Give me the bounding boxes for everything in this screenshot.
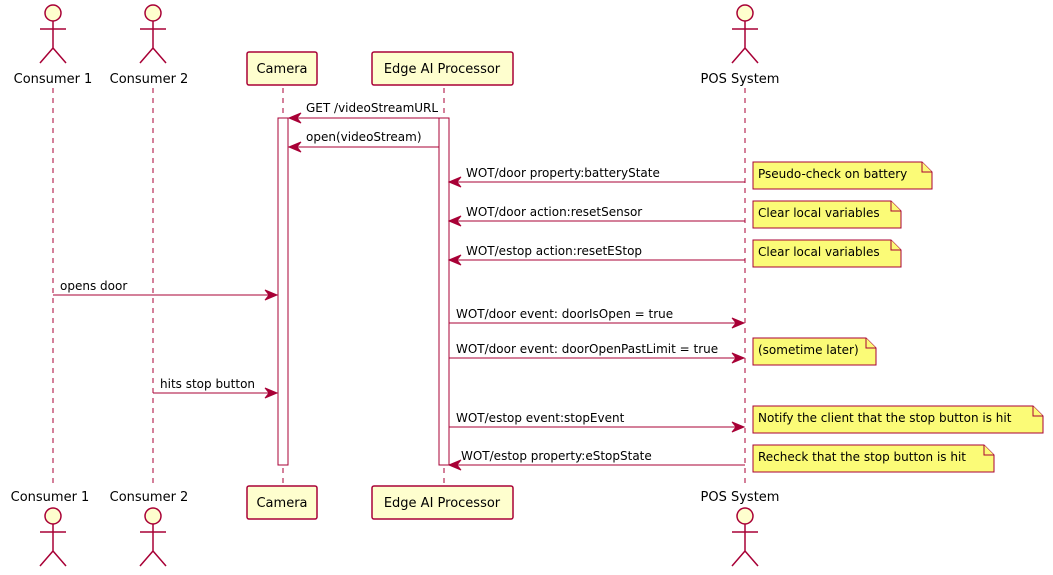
message-label: WOT/estop event:stopEvent — [456, 411, 625, 425]
stick-figure-icon — [731, 4, 759, 64]
arrow-left-icon — [447, 459, 462, 471]
message-label: WOT/estop action:resetEStop — [466, 244, 642, 258]
note-stop-event: Notify the client that the stop button i… — [752, 405, 1044, 434]
actor-consumer2-top: Consumer 2 — [110, 4, 189, 87]
message-hits-stop-button: hits stop button — [153, 377, 279, 399]
note-text: Clear local variables — [758, 206, 880, 220]
arrow-left-icon — [447, 176, 462, 188]
arrow-left-icon — [287, 141, 302, 153]
message-get-videostream: GET /videoStreamURL — [287, 101, 439, 124]
message-reset-sensor: WOT/door action:resetSensor — [447, 205, 745, 227]
note-reset-estop: Clear local variables — [752, 239, 902, 268]
message-label: WOT/estop property:eStopState — [461, 449, 652, 463]
message-battery-state: WOT/door property:batteryState — [447, 166, 745, 188]
message-label: opens door — [60, 279, 127, 293]
actor-consumer1-top: Consumer 1 — [14, 4, 93, 87]
note-estop-state: Recheck that the stop button is hit — [752, 444, 995, 473]
arrow-right-icon — [264, 387, 279, 399]
note-text: Recheck that the stop button is hit — [758, 450, 966, 464]
arrow-right-icon — [731, 317, 746, 329]
activation-camera — [277, 117, 289, 466]
participant-label: Consumer 1 — [14, 72, 93, 87]
participant-label: Edge AI Processor — [384, 496, 501, 511]
actor-consumer2-bottom: Consumer 2 — [110, 490, 189, 567]
stick-figure-icon — [139, 4, 167, 64]
message-estop-state: WOT/estop property:eStopState — [447, 449, 745, 471]
message-opens-door: opens door — [53, 279, 279, 301]
message-door-is-open: WOT/door event: doorIsOpen = true — [449, 307, 746, 329]
arrow-right-icon — [264, 289, 279, 301]
participant-label: Consumer 1 — [11, 490, 90, 505]
stick-figure-icon — [39, 507, 67, 567]
participant-label: Consumer 2 — [110, 72, 189, 87]
note-text: (sometime later) — [758, 343, 859, 357]
participant-label: POS System — [701, 72, 780, 87]
message-open-videostream: open(videoStream) — [287, 130, 439, 153]
note-text: Clear local variables — [758, 245, 880, 259]
message-label: WOT/door event: doorOpenPastLimit = true — [456, 342, 718, 356]
stick-figure-icon — [139, 507, 167, 567]
arrow-right-icon — [731, 352, 746, 364]
note-reset-sensor: Clear local variables — [752, 200, 902, 229]
message-reset-estop: WOT/estop action:resetEStop — [447, 244, 745, 266]
participant-label: Consumer 2 — [110, 490, 189, 505]
arrow-right-icon — [731, 421, 746, 433]
note-sometime-later: (sometime later) — [752, 337, 877, 366]
participant-camera-bottom: Camera — [246, 485, 318, 520]
message-label: WOT/door property:batteryState — [466, 166, 660, 180]
message-door-open-past-limit: WOT/door event: doorOpenPastLimit = true — [449, 342, 746, 364]
stick-figure-icon — [731, 507, 759, 567]
actor-consumer1-bottom: Consumer 1 — [11, 490, 90, 567]
stick-figure-icon — [39, 4, 67, 64]
message-stop-event: WOT/estop event:stopEvent — [449, 411, 746, 433]
arrow-left-icon — [447, 254, 462, 266]
participant-edge-bottom: Edge AI Processor — [371, 485, 514, 520]
note-text: Notify the client that the stop button i… — [758, 411, 1012, 425]
message-label: GET /videoStreamURL — [306, 101, 438, 115]
participant-label: Camera — [256, 62, 307, 77]
note-text: Pseudo-check on battery — [758, 167, 907, 181]
message-label: WOT/door event: doorIsOpen = true — [456, 307, 673, 321]
participant-label: POS System — [701, 490, 780, 505]
arrow-left-icon — [287, 112, 302, 124]
activation-edge — [438, 117, 450, 466]
participant-label: Camera — [256, 496, 307, 511]
actor-pos-bottom: POS System — [701, 490, 780, 567]
message-label: hits stop button — [160, 377, 255, 391]
message-label: WOT/door action:resetSensor — [466, 205, 642, 219]
arrow-left-icon — [447, 215, 462, 227]
actor-pos-top: POS System — [701, 4, 780, 87]
participant-camera-top: Camera — [246, 51, 318, 86]
participant-label: Edge AI Processor — [384, 62, 501, 77]
lifelines — [52, 88, 746, 485]
participant-edge-top: Edge AI Processor — [371, 51, 514, 86]
message-label: open(videoStream) — [306, 130, 422, 144]
note-battery: Pseudo-check on battery — [752, 161, 933, 190]
